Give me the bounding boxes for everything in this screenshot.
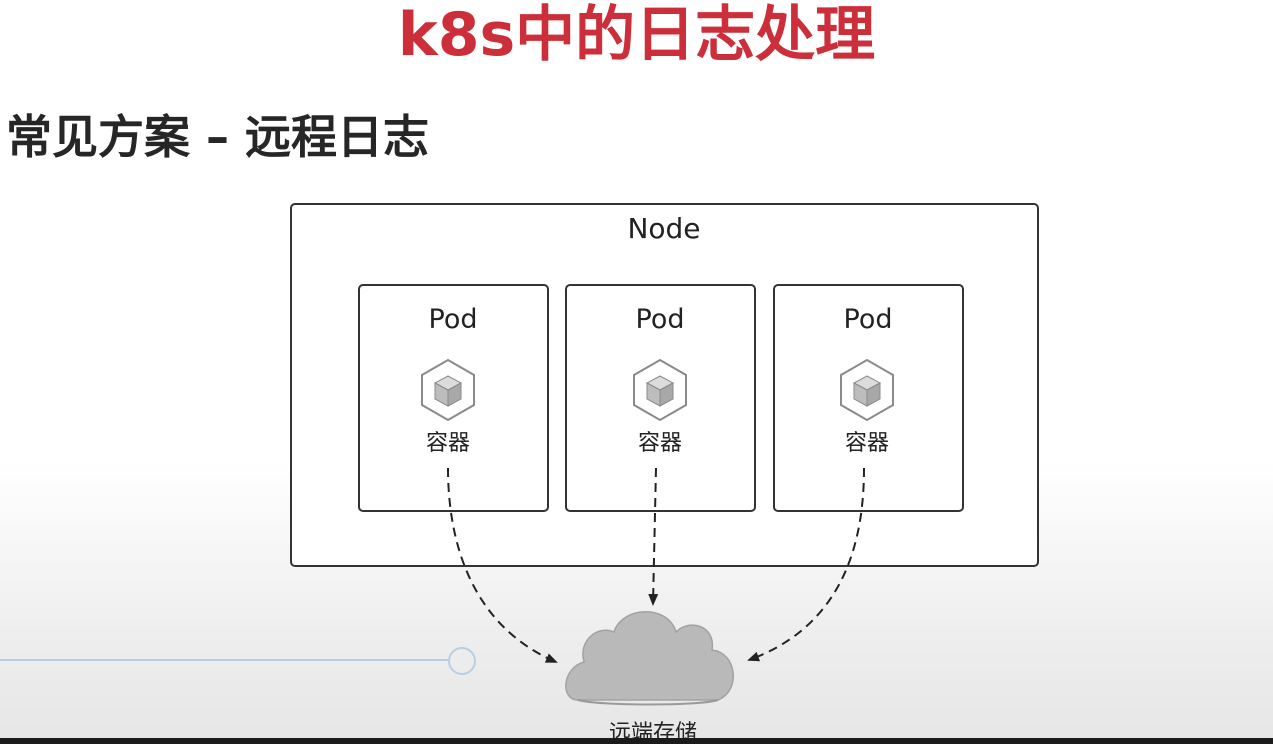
pod-box: Pod 容器 (773, 284, 964, 512)
cube-icon (633, 358, 687, 422)
container-label: 容器 (638, 431, 682, 456)
cube-icon (840, 358, 894, 422)
log-arrow-middle (648, 467, 659, 606)
cube-icon (421, 358, 475, 422)
pod-label: Pod (844, 304, 893, 335)
log-arrow-left (447, 467, 558, 663)
progress-handle[interactable] (448, 647, 476, 675)
pod-box: Pod 容器 (565, 284, 756, 512)
page-title: k8s中的日志处理 (397, 0, 876, 70)
player-bar (0, 738, 1273, 744)
node-label: Node (627, 212, 700, 245)
section-heading: 常见方案 – 远程日志 (6, 110, 430, 164)
container-label: 容器 (426, 431, 470, 456)
pod-label: Pod (636, 304, 685, 335)
pod-label: Pod (429, 304, 478, 335)
cloud-icon (565, 611, 734, 706)
pod-box: Pod 容器 (358, 284, 549, 512)
log-arrow-right (747, 467, 865, 662)
container-label: 容器 (845, 431, 889, 456)
